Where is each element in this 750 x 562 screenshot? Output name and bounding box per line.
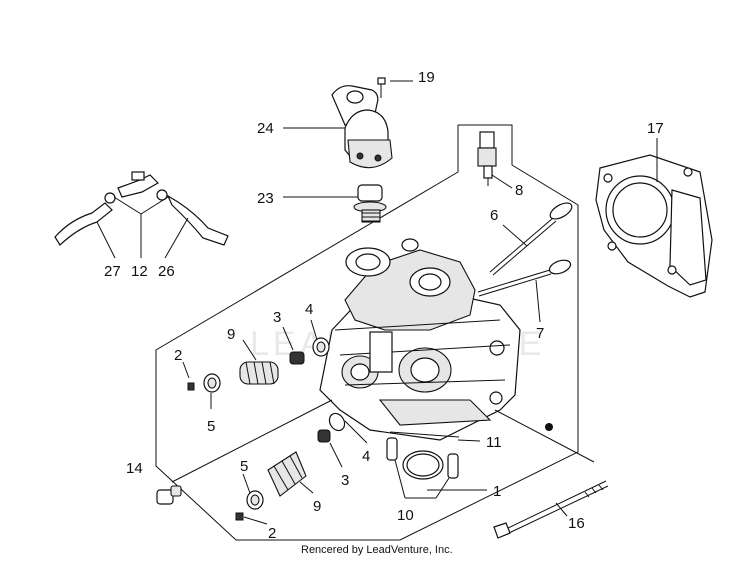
head-gasket-part [595, 154, 713, 298]
stem-seal-lower-part [317, 429, 331, 443]
callout-3-lower: 3 [341, 472, 349, 489]
temp-sensor-part [477, 131, 497, 186]
thermostat-housing-part [331, 85, 393, 169]
callout-5-lower: 5 [240, 458, 248, 475]
valve-6-part [489, 202, 573, 276]
callout-2-upper: 2 [174, 347, 182, 364]
spring-seat-lower-part [328, 412, 346, 432]
callout-24: 24 [257, 120, 274, 137]
callout-11: 11 [486, 434, 502, 451]
cylinder-head-part [319, 238, 521, 441]
callout-9-upper: 9 [227, 326, 235, 343]
callout-labels: 19 24 17 23 8 6 27 12 26 7 3 4 9 2 5 11 … [104, 69, 664, 542]
callout-9-lower: 9 [313, 498, 321, 515]
keeper-lower-part [235, 512, 244, 521]
callout-14: 14 [126, 460, 143, 477]
callout-1: 1 [493, 483, 501, 500]
callout-5-upper: 5 [207, 418, 215, 435]
render-credit: Rencered by LeadVenture, Inc. [301, 544, 453, 556]
callout-4-lower: 4 [362, 448, 370, 465]
callout-27: 27 [104, 263, 121, 280]
spring-seat-upper-part [312, 337, 330, 357]
keeper-upper-part [187, 382, 195, 391]
callout-2-lower: 2 [268, 525, 276, 542]
retainer-lower-part [246, 490, 264, 510]
dowel-pins-part [386, 437, 459, 479]
valve-spring-upper-part [239, 361, 279, 385]
thermostat-part [353, 184, 387, 223]
retainer-upper-part [203, 373, 221, 393]
callout-16: 16 [568, 515, 585, 532]
o-ring-part [402, 450, 444, 480]
valve-7-part [477, 259, 572, 297]
head-bolt-part [493, 480, 609, 539]
assembly-outline [155, 124, 579, 541]
callout-17: 17 [647, 120, 664, 137]
plug-part [156, 485, 182, 505]
callout-23: 23 [257, 190, 274, 207]
callout-26: 26 [158, 263, 175, 280]
callout-7: 7 [536, 325, 544, 342]
callout-3-upper: 3 [273, 309, 281, 326]
callout-4-upper: 4 [305, 301, 313, 318]
callout-19: 19 [418, 69, 435, 86]
callout-8: 8 [515, 182, 523, 199]
valve-spring-lower-part [267, 451, 307, 497]
stem-seal-upper-part [289, 351, 305, 365]
callout-6: 6 [490, 207, 498, 224]
callout-12: 12 [131, 263, 148, 280]
reference-dot [545, 423, 553, 431]
callout-10: 10 [397, 507, 414, 524]
leader-lines [96, 80, 658, 525]
breather-hoses-part [54, 171, 229, 246]
bolt-19-part [377, 77, 386, 98]
